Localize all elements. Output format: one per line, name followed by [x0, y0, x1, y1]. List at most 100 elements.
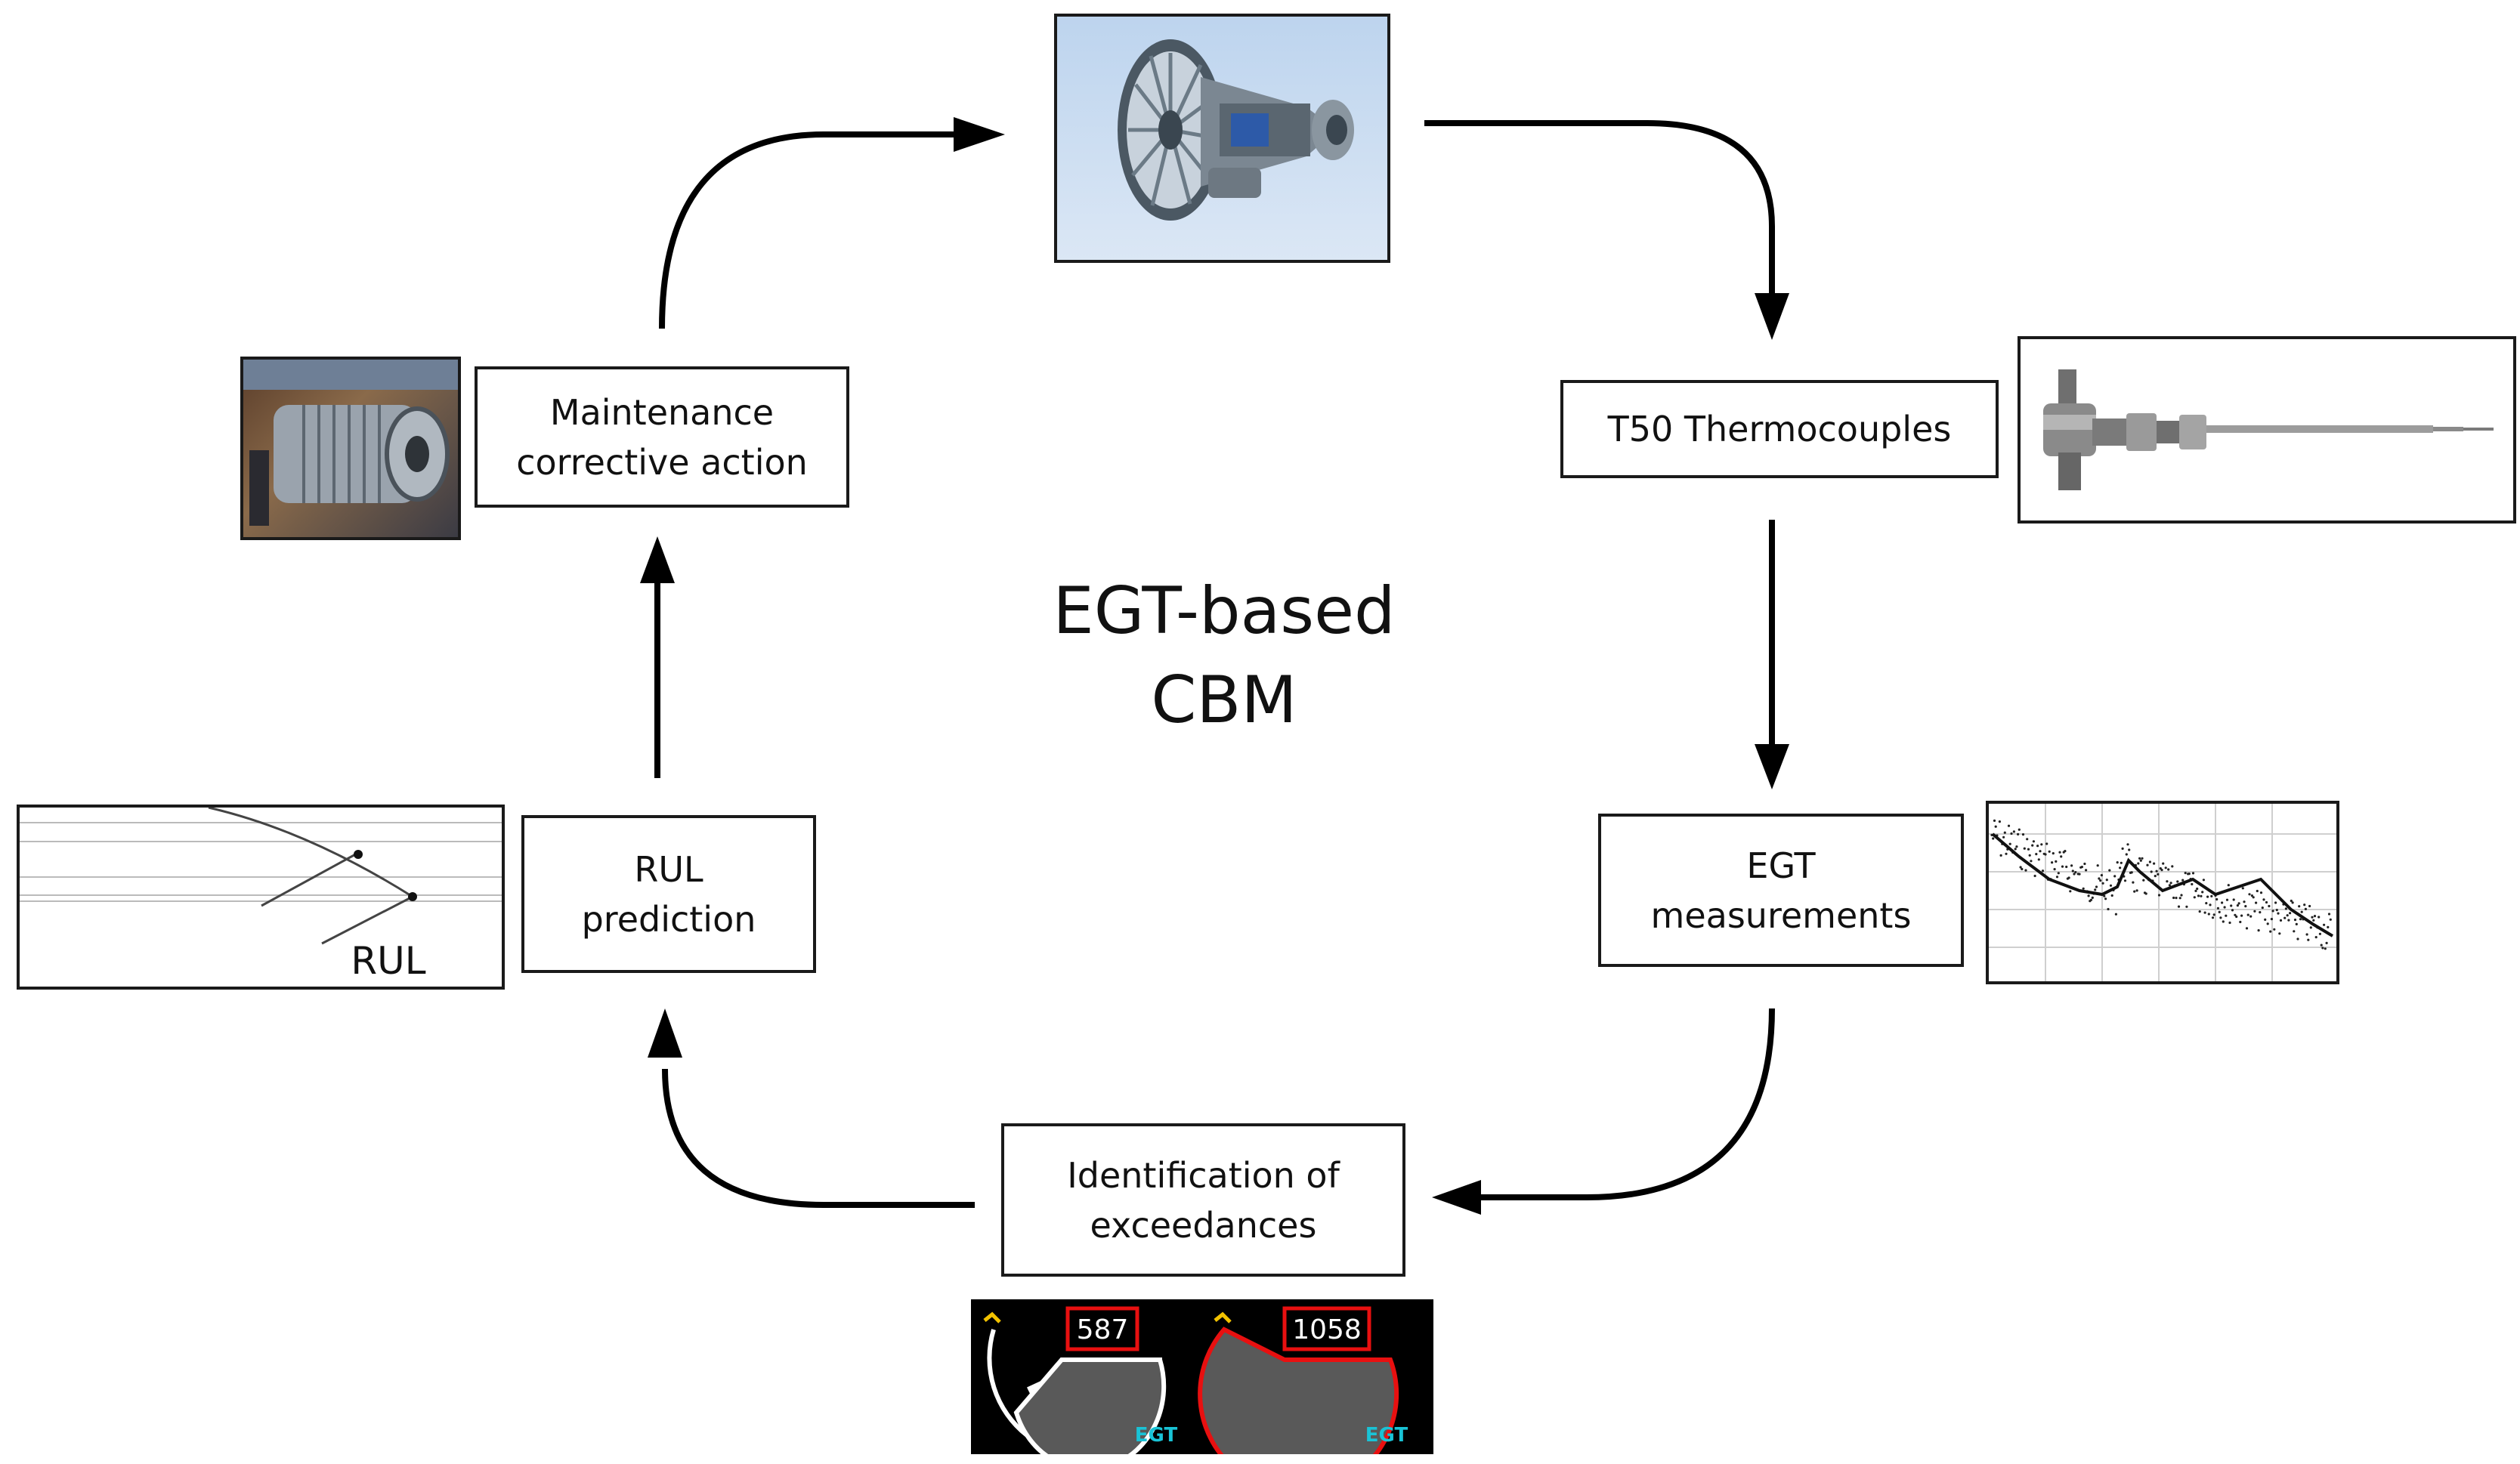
egt-scatter-point [2015, 845, 2018, 848]
egt-scatter-point [2205, 902, 2208, 905]
egt-value: 587 [1077, 1314, 1129, 1345]
egt-scatter-point [2139, 859, 2142, 862]
egt-scatter-point [2318, 932, 2321, 935]
egt-scatter-point [2259, 911, 2262, 914]
egt-scatter-point [2055, 876, 2059, 879]
egt-scatter-point [2264, 918, 2267, 921]
egt-scatter-point [2266, 922, 2269, 925]
egt-scatter-point [2300, 910, 2303, 913]
egt-scatter-point [2293, 919, 2297, 922]
egt-scatter-point [2320, 944, 2323, 947]
egt-scatter-point [2227, 884, 2230, 887]
egt-scatter-point [2148, 860, 2151, 863]
egt-scatter-point [2278, 932, 2281, 935]
egt-scatter-point [2130, 871, 2133, 874]
egt-scatter-point [2279, 919, 2283, 922]
egt-scatter-point [2137, 862, 2140, 865]
egt-scatter-point [2253, 910, 2256, 913]
rul-grid [20, 822, 502, 902]
egt-scatter-point [2299, 918, 2302, 921]
egt-scatter-point [1998, 820, 2001, 823]
egt-scatter-point [2133, 890, 2136, 893]
rul-label: RUL [351, 939, 425, 983]
egt-scatter-point [2014, 848, 2017, 851]
egt-scatter-point [2035, 853, 2038, 856]
egt-scatter-point [2250, 894, 2253, 897]
egt-value: 1058 [1292, 1314, 1362, 1345]
egt-scatter-point [2031, 844, 2034, 847]
egt-scatter-point [2329, 918, 2332, 921]
egt-scatter-point [2018, 828, 2021, 831]
egt-value-box [1065, 1306, 1139, 1351]
egt-scatter-point [2210, 894, 2213, 897]
egt-scatter-point [2040, 843, 2043, 846]
egt-scatter-point [2237, 902, 2240, 905]
egt-scatter-point [2142, 879, 2145, 882]
egt-scatter-point [2041, 869, 2045, 873]
egt-scatter-point [2181, 879, 2185, 882]
egt-scatter-point [2032, 840, 2035, 843]
limit-marker [1214, 1311, 1232, 1323]
egt-scatter-point [2012, 830, 2015, 833]
egt-scatter-point [2067, 876, 2070, 879]
egt-scatter-point [2033, 874, 2036, 878]
title-line-1: EGT-based [1053, 573, 1396, 649]
egt-gauge-exceedance: 1058 EGT [1198, 1306, 1408, 1454]
degradation-curve [208, 808, 413, 898]
step-t50-thermocouples: T50 Thermocouples [1560, 380, 1999, 478]
egt-scatter-point [2235, 915, 2238, 919]
egt-scatter-point [2064, 850, 2067, 853]
egt-scatter-point [2232, 898, 2235, 901]
exceedances-line-2: exceedances [1090, 1204, 1317, 1246]
egt-data-points [1990, 819, 2332, 950]
egt-gauges-panel: 587 EGT 1058 EGT [971, 1299, 1433, 1454]
egt-scatter-point [2157, 873, 2160, 876]
turbofan-engine-image [1054, 14, 1390, 263]
egt-scatter-point [2039, 850, 2042, 853]
egt-scatter-point [2287, 919, 2290, 922]
egt-gauge-normal: 587 EGT [983, 1306, 1177, 1454]
egt-scatter-point [2307, 938, 2310, 941]
arrowhead [640, 536, 675, 583]
egt-scatter-point [2269, 930, 2272, 933]
egt-scatter-point [2231, 909, 2234, 912]
engine-illustration [1118, 39, 1354, 221]
egt-scatter-point [2313, 915, 2317, 918]
rul-chart: RUL [17, 805, 505, 990]
egt-scatter-point [2197, 894, 2200, 897]
egt-scatter-point [2240, 914, 2243, 917]
egt-scatter-point [2171, 865, 2174, 868]
egt-scatter-point [2230, 904, 2233, 907]
egt-scatter-point [2327, 925, 2330, 928]
egt-scatter-point [2296, 937, 2299, 940]
egt-scatter-point [2311, 916, 2314, 919]
egt-scatter-point [2221, 901, 2224, 904]
egt-scatter-point [2178, 897, 2181, 900]
egt-scatter-point [2196, 887, 2199, 891]
egt-scatter-point [2021, 867, 2024, 871]
egt-scatter-point [2244, 905, 2247, 908]
step-maintenance-corrective-action: Maintenance corrective action [475, 366, 849, 508]
egt-scatter-point [2017, 832, 2020, 835]
egt-scatter-point [2078, 873, 2081, 876]
egt-scatter-point [2277, 912, 2280, 915]
egt-scatter-point [2036, 845, 2039, 848]
egt-scatter-point [2176, 880, 2179, 883]
arrowhead [1755, 744, 1789, 789]
egt-scatter-point [2193, 896, 2196, 899]
egt-scatter-point [2144, 892, 2147, 895]
egt-scatter-point [2169, 882, 2172, 885]
egt-scatter-point [2291, 901, 2294, 904]
egt-scatter-point [2218, 910, 2221, 913]
egt-scatter-point [2249, 915, 2253, 918]
egt-scatter-point [2071, 869, 2074, 873]
egt-scatter-point [2132, 881, 2135, 884]
egt-scatter-point [2327, 913, 2331, 916]
egt-scatter-point [2116, 861, 2119, 864]
egt-scatter-point [2283, 916, 2287, 919]
egt-scatter-point [2045, 842, 2048, 845]
egt-scatter-point [2164, 866, 2167, 869]
egt-scatter-point [2194, 889, 2197, 892]
egt-scatter-point [2160, 869, 2163, 872]
egt-scatter-point [2003, 831, 2006, 834]
